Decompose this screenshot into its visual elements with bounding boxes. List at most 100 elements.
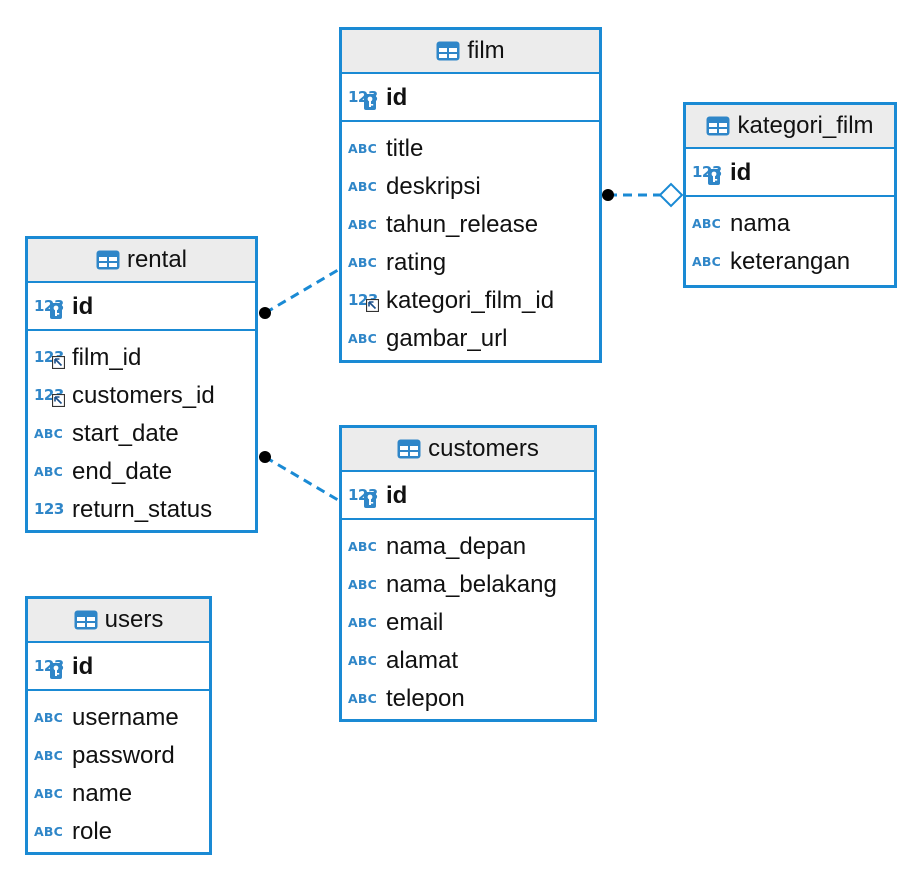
entity-header[interactable]: rental <box>28 239 255 283</box>
table-icon <box>436 41 460 61</box>
column-name: email <box>386 609 444 636</box>
numeric-type-icon: 123 <box>34 386 68 407</box>
table-icon <box>706 116 730 136</box>
column-row[interactable]: ABC email <box>342 604 594 642</box>
entity-header[interactable]: customers <box>342 428 594 472</box>
text-type-icon: ABC <box>348 215 382 235</box>
text-type-icon: ABC <box>348 651 382 671</box>
entity-title: customers <box>428 435 539 462</box>
entity-header[interactable]: kategori_film <box>686 105 894 149</box>
column-name: gambar_url <box>386 325 508 352</box>
column-name: password <box>72 742 175 769</box>
column-row[interactable]: ABC title <box>342 130 599 168</box>
column-row[interactable]: 123 return_status <box>28 491 255 529</box>
column-name: nama_depan <box>386 533 527 560</box>
column-name: keterangan <box>730 248 851 275</box>
text-type-icon: ABC <box>348 575 382 595</box>
entity-header[interactable]: users <box>28 599 209 643</box>
column-name: title <box>386 135 424 162</box>
column-type-label: ABC <box>348 615 377 630</box>
column-type-label: ABC <box>348 577 377 592</box>
foreign-key-icon <box>52 356 65 369</box>
numeric-type-icon: 123 <box>34 348 68 369</box>
column-name: film_id <box>72 344 142 371</box>
column-row[interactable]: ABC deskripsi <box>342 168 599 206</box>
column-row[interactable]: ABC password <box>28 737 209 775</box>
entity-header[interactable]: film <box>342 30 599 74</box>
column-type-label: ABC <box>348 217 377 232</box>
column-row[interactable]: ABC gambar_url <box>342 320 599 358</box>
column-row[interactable]: ABC start_date <box>28 415 255 453</box>
foreign-key-icon <box>52 394 65 407</box>
text-type-icon: ABC <box>34 708 68 728</box>
column-name: id <box>72 653 94 680</box>
column-type-label: ABC <box>348 331 377 346</box>
column-type-label: ABC <box>34 426 63 441</box>
text-type-icon: ABC <box>348 613 382 633</box>
link-end-dot-rental-film <box>259 307 271 319</box>
numeric-type-icon: 123 <box>34 657 68 679</box>
text-type-icon: ABC <box>34 424 68 444</box>
column-name: username <box>72 704 179 731</box>
column-name: end_date <box>72 458 173 485</box>
column-name: return_status <box>72 496 213 523</box>
column-type-label: ABC <box>348 141 377 156</box>
table-icon <box>96 250 120 270</box>
column-name: tahun_release <box>386 211 539 238</box>
table-icon <box>74 610 98 630</box>
column-name: deskripsi <box>386 173 481 200</box>
link-rental-customers[interactable] <box>264 455 339 502</box>
link-end-dot-rental-customers <box>259 451 271 463</box>
column-name: id <box>386 482 408 509</box>
link-end-dot-film <box>602 189 614 201</box>
link-rental-film[interactable] <box>264 268 339 315</box>
text-type-icon: ABC <box>348 253 382 273</box>
entity-title: users <box>104 606 164 633</box>
column-name: start_date <box>72 420 179 447</box>
column-row[interactable]: ABC tahun_release <box>342 206 599 244</box>
column-name: alamat <box>386 647 459 674</box>
text-type-icon: ABC <box>348 329 382 349</box>
text-type-icon: ABC <box>34 462 68 482</box>
column-type-label: 123 <box>34 500 64 518</box>
column-name: nama <box>730 210 791 237</box>
column-name: rating <box>386 249 447 276</box>
text-type-icon: ABC <box>34 784 68 804</box>
column-type-label: ABC <box>34 748 63 763</box>
key-icon <box>364 94 376 110</box>
column-name: name <box>72 780 133 807</box>
column-type-label: ABC <box>348 179 377 194</box>
column-name: role <box>72 818 113 845</box>
